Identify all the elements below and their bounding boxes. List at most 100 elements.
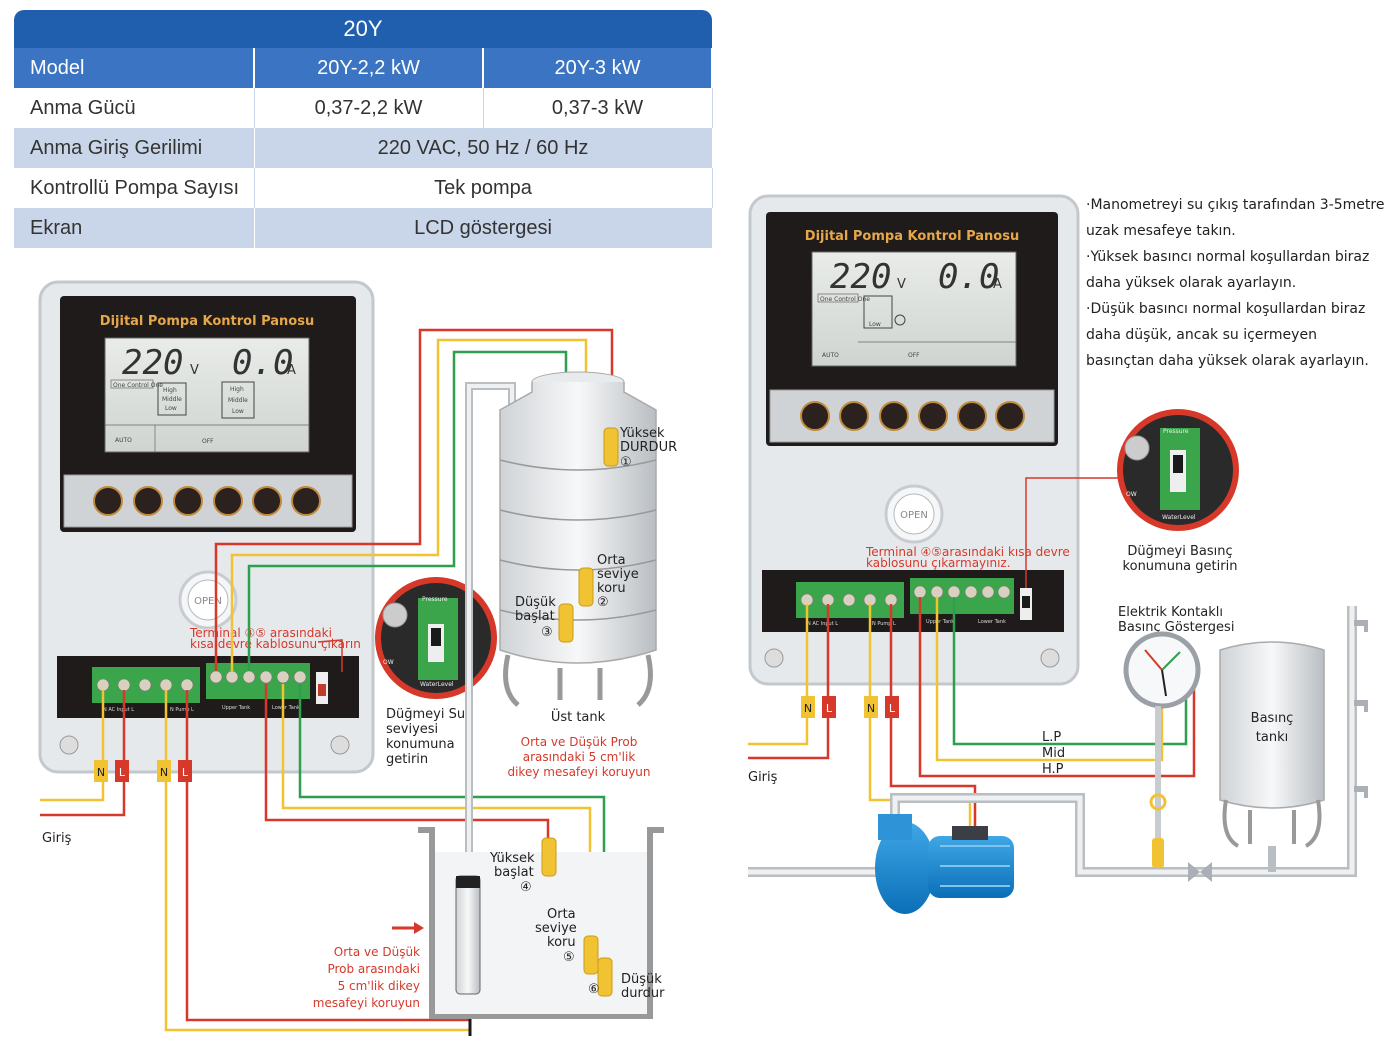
- lower-probe-5: [583, 935, 599, 975]
- left-panel-buttons: [93, 486, 321, 516]
- panel-title-right: Dijital Pompa Kontrol Panosu: [805, 229, 1019, 244]
- submersible-pump: [455, 875, 481, 995]
- btn-ogle-sureli[interactable]: [93, 486, 123, 516]
- wire-lp: [952, 597, 1188, 746]
- tag-n-1-label: N: [97, 766, 105, 779]
- gauge-needle-green: [1161, 651, 1181, 671]
- btn-zaman-ayari-right[interactable]: [839, 401, 869, 431]
- table-header-row: Model 20Y-2,2 kW 20Y-3 kW: [14, 48, 713, 88]
- valve-icon: [1188, 862, 1200, 882]
- right-instructions: ·Manometreyi su çıkış tarafından 3-5metr…: [1086, 192, 1386, 374]
- wire-pump-l: [185, 690, 470, 1022]
- upper-probe-1: [603, 427, 619, 467]
- terminal-ac-label-right: N AC Input L: [807, 621, 838, 627]
- upper-tank-ribs: [499, 459, 657, 621]
- table-title: 20Y: [14, 10, 712, 48]
- header-model: Model: [14, 48, 255, 88]
- terminal-lower-label-right: Lower Tank: [978, 619, 1006, 625]
- upper-note-1: Orta ve Düşük Prob: [521, 735, 638, 749]
- upper-probe-3-line2: başlat: [515, 609, 555, 624]
- lower-note-arrow-icon: [414, 922, 424, 934]
- switch-zoom-screw: [382, 602, 408, 628]
- btn-ogle-sureli-right[interactable]: [800, 401, 830, 431]
- upper-probe-2-line2: seviye: [597, 567, 639, 582]
- upper-tank-legs: [503, 654, 653, 707]
- switch-zoom-knob: [431, 628, 441, 646]
- lower-tank: [418, 827, 664, 1019]
- lcd-current: 0.0: [232, 343, 293, 383]
- btn-baslat-durdur-right[interactable]: [995, 401, 1025, 431]
- wire-hp-label: H.P: [1042, 762, 1064, 777]
- right-panel-buttons: [800, 401, 1025, 431]
- lower-note-3: 5 cm'lik dikey: [338, 979, 420, 993]
- upper-probe-1-line2: DURDUR: [620, 440, 677, 455]
- lcd-auto: AUTO: [115, 437, 132, 444]
- lower-probe-4-line2: başlat: [494, 865, 534, 880]
- upper-note-2: arasındaki 5 cm'lik: [523, 750, 636, 764]
- terminal-sensor-right: [910, 578, 1014, 614]
- lower-probe-6-num: ⑥: [588, 982, 600, 997]
- gauge-connector: [1152, 838, 1164, 868]
- lcd-screen-right: [811, 251, 1017, 367]
- btn-zaman-ayari[interactable]: [133, 486, 163, 516]
- right-terminal-note-1: Terminal ④⑤arasındaki kısa devre: [865, 545, 1070, 559]
- mount-screw-right: [330, 735, 350, 755]
- gauge-fitting: [1149, 793, 1167, 811]
- btn-oto-manuel-right[interactable]: [879, 401, 909, 431]
- btn-azalt[interactable]: [252, 486, 282, 516]
- right-switch-note-2: konumuna getirin: [1123, 559, 1238, 574]
- lower-probe-5-line2: seviye: [535, 921, 577, 936]
- switch-zoom-waterlevel: WaterLevel: [420, 681, 454, 688]
- left-diagram: Dijital Pompa Kontrol Panosu 220 V 0.0 A…: [38, 280, 677, 1036]
- btn-oto-manuel[interactable]: [173, 486, 203, 516]
- tag-l-right-1-label: L: [826, 702, 833, 715]
- gauge-label-1: Elektrik Kontaklı: [1118, 605, 1223, 620]
- lcd-current-unit-right: A: [993, 277, 1002, 292]
- terminal-ac-label: N AC Input L: [103, 707, 134, 713]
- lower-probe-6-line2: durdur: [621, 986, 665, 1001]
- terminal-pump-label-right: N Pump L: [872, 621, 896, 627]
- tag-n-2-label: N: [160, 766, 168, 779]
- left-input-label: Giriş: [42, 831, 72, 846]
- tag-n-2: [157, 760, 171, 782]
- upper-probe-3-line1: Düşük: [515, 595, 556, 610]
- pressure-tank: [1219, 641, 1325, 809]
- row-value: LCD göstergesi: [254, 208, 713, 248]
- lcd-level-high-2: High: [230, 386, 244, 393]
- gauge-needle-black: [1161, 669, 1167, 697]
- submersible-pump-cap: [456, 876, 480, 888]
- open-label-right: OPEN: [900, 510, 928, 521]
- lcd-one-control-right: One Control One: [820, 296, 870, 303]
- btn-arttir[interactable]: [213, 486, 243, 516]
- btn-baslat-durdur[interactable]: [291, 486, 321, 516]
- centrifugal-pump: [875, 822, 935, 914]
- lcd-level-middle-2: Middle: [228, 397, 248, 404]
- table-row: Kontrollü Pompa Sayısı Tek pompa: [14, 168, 713, 208]
- right-input-label: Giriş: [748, 770, 778, 785]
- switch-zoom-screw-right: [1124, 435, 1150, 461]
- pressure-tank-legs: [1222, 799, 1322, 848]
- mode-switch-knob-right: [1022, 596, 1030, 608]
- row-label: Anma Giriş Gerilimi: [14, 128, 255, 168]
- lcd-current-unit: A: [287, 363, 296, 378]
- switch-zoom-pressure: Pressure: [422, 596, 448, 603]
- switch-zoom-pressure-right: Pressure: [1163, 428, 1189, 435]
- upper-probe-3: [558, 603, 574, 643]
- wire-input-n-right: [748, 604, 809, 746]
- right-diagram: Dijital Pompa Kontrol Panosu 220 V 0.0 A…: [748, 194, 1368, 914]
- tank-label-1: Basınç: [1251, 711, 1294, 726]
- lower-note-4: mesafeyi koruyun: [313, 996, 420, 1010]
- switch-zoom-knob-right: [1173, 455, 1183, 473]
- table-row: Ekran LCD göstergesi: [14, 208, 713, 248]
- pump-terminal-box: [952, 826, 988, 840]
- row-value: Tek pompa: [254, 168, 713, 208]
- instruction-line: daha yüksek olarak ayarlayın.: [1086, 275, 1297, 291]
- lower-probe-5-line1: Orta: [547, 907, 576, 922]
- lower-probe-6-line1: Düşük: [621, 972, 662, 987]
- lcd-tank-right-2: [863, 295, 893, 329]
- btn-arttir-right[interactable]: [918, 401, 948, 431]
- gauge-needle-red: [1144, 649, 1163, 671]
- gauge-label-2: Basınç Göstergesi: [1118, 620, 1234, 635]
- btn-azalt-right[interactable]: [957, 401, 987, 431]
- table-row: Anma Gücü 0,37-2,2 kW 0,37-3 kW: [14, 88, 713, 128]
